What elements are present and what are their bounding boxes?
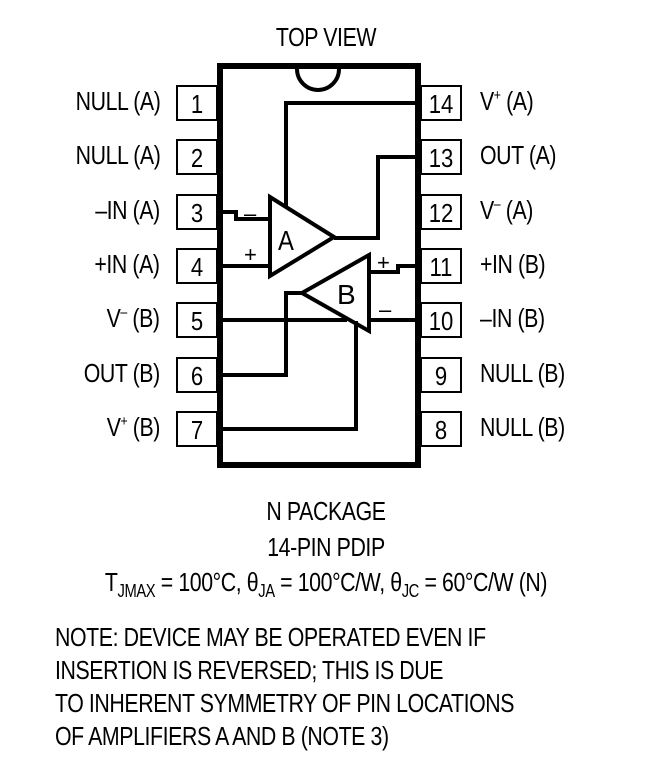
opamp-a-label: A [278, 224, 294, 256]
wire-pin11-b-plus [369, 264, 418, 274]
pin-3-number: 3 [191, 199, 203, 228]
pin-8-label: NULL (B) [480, 412, 565, 442]
pin-7-label: V+ (B) [106, 412, 161, 442]
pin-6-number: 6 [191, 362, 203, 391]
note-line: OF AMPLIFIERS A AND B (NOTE 3) [55, 721, 389, 751]
theta-ja-symbol: θ [246, 567, 259, 597]
pin-11-label: +IN (B) [480, 249, 546, 279]
opamp-b-label: B [337, 279, 356, 310]
tjmax-subscript: JMAX [117, 581, 156, 601]
wire-a-out-pin13 [334, 155, 418, 240]
pin-9-number: 9 [435, 362, 447, 391]
pin-10-label: –IN (B) [480, 303, 545, 333]
wire-pin7-b-vplus [220, 321, 358, 431]
note-line: INSERTION IS REVERSED; THIS IS DUE [55, 655, 444, 685]
pin-3-label: –IN (A) [95, 195, 160, 225]
pin-13-number: 13 [429, 144, 454, 173]
pin-8-number: 8 [435, 416, 447, 445]
pin-6-label: OUT (B) [83, 358, 161, 388]
wire-pin14-a-vplus [284, 101, 418, 206]
pin-11-box [420, 248, 462, 284]
pin-11-number: 11 [430, 253, 453, 282]
theta-ja-subscript: JA [258, 581, 275, 601]
opamp-b-plus: + [377, 250, 390, 275]
pin-2-box [176, 139, 218, 175]
pin-10-box [420, 302, 462, 338]
wire-pin3-a-minus [220, 210, 270, 221]
pin-3-box [176, 194, 218, 230]
pin-9-box [420, 357, 462, 393]
opamp-b-minus: – [379, 297, 392, 322]
note-line: TO INHERENT SYMMETRY OF PIN LOCATIONS [55, 688, 515, 718]
package-name: N PACKAGE [266, 496, 386, 526]
pin-6-box [176, 357, 218, 393]
pin-10-number: 10 [429, 307, 454, 336]
theta-jc-subscript: JC [401, 581, 420, 601]
opamp-a-minus: – [244, 201, 257, 226]
pin-12-box [420, 194, 462, 230]
pin-5-number: 5 [191, 307, 203, 336]
theta-ja-value: = 100°C/W, [274, 567, 391, 597]
pin-1-box [176, 85, 218, 121]
pin-13-label: OUT (A) [480, 140, 557, 170]
pin1-notch [295, 68, 341, 92]
pin-1-label: NULL (A) [75, 86, 160, 116]
top-view-title: TOP VIEW [275, 22, 377, 52]
pin-4-box [176, 248, 218, 284]
tjmax-symbol: T [104, 567, 118, 597]
pin-14-box [420, 85, 462, 121]
theta-jc-symbol: θ [390, 567, 402, 597]
pin-5-label: V– (B) [107, 303, 160, 333]
pin-4-label: +IN (A) [94, 249, 161, 279]
thermal-specs: TJMAX = 100°C, θJA = 100°C/W, θJC = 60°C… [59, 567, 594, 602]
pin-2-number: 2 [191, 144, 203, 173]
pin-14-label: V+ (A) [480, 86, 534, 116]
pin-8-box [420, 411, 462, 447]
pin-7-number: 7 [191, 416, 203, 445]
pin-13-box [420, 139, 462, 175]
pin-14-number: 14 [429, 90, 454, 119]
pin-12-number: 12 [429, 199, 454, 228]
opamp-b-triangle [297, 251, 371, 335]
tjmax-value: = 100°C, [155, 567, 247, 597]
wire-b-out-pin6 [220, 291, 302, 377]
pin-12-label: V– (A) [480, 195, 533, 225]
theta-jc-value: = 60°C/W (N) [418, 567, 548, 597]
opamp-a-triangle [268, 193, 338, 280]
pin-2-label: NULL (A) [75, 140, 160, 170]
pin-9-label: NULL (B) [480, 358, 565, 388]
pin-4-number: 4 [191, 253, 203, 282]
pin-5-box [176, 302, 218, 338]
note-line: NOTE: DEVICE MAY BE OPERATED EVEN IF [55, 622, 486, 652]
pin-7-box [176, 411, 218, 447]
package-type: 14-PIN PDIP [267, 532, 385, 562]
opamp-a-plus: + [244, 242, 257, 267]
pin-1-number: 1 [191, 90, 203, 119]
